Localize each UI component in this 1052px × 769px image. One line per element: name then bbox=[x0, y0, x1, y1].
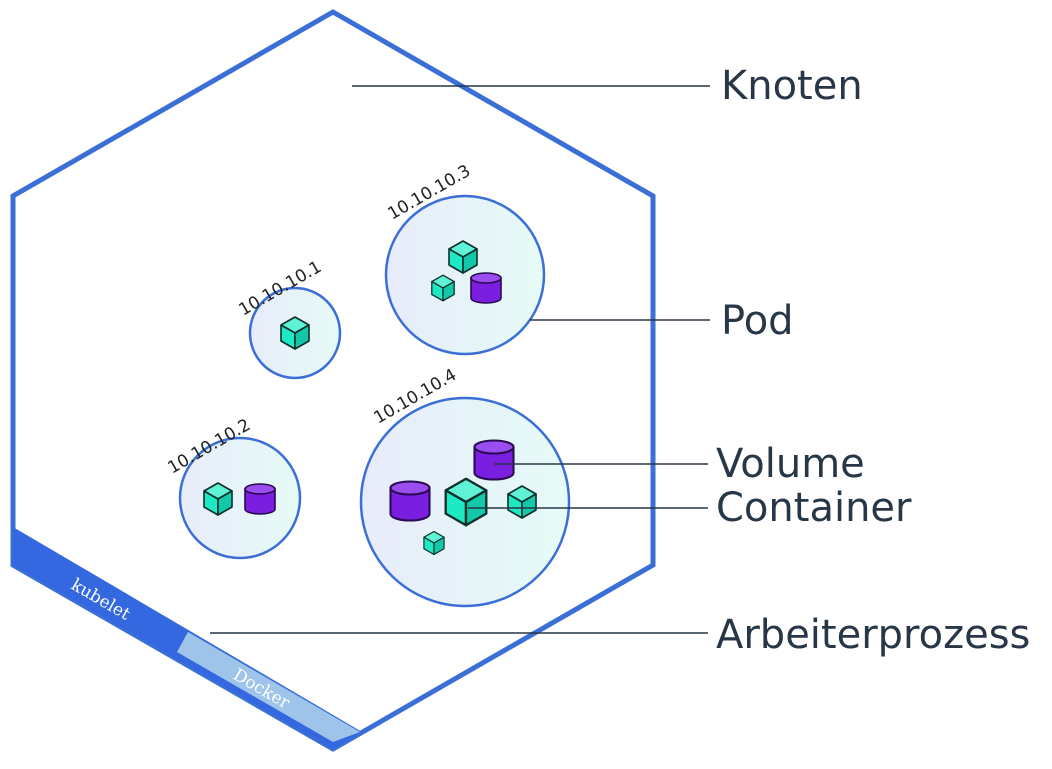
container-icon bbox=[423, 530, 445, 556]
container-icon bbox=[203, 482, 233, 516]
container-icon bbox=[507, 485, 537, 519]
volume-icon bbox=[470, 272, 502, 304]
knoten-label: Knoten bbox=[721, 63, 863, 109]
container-label: Container bbox=[716, 485, 912, 531]
container-icon bbox=[444, 477, 488, 527]
volume-icon bbox=[244, 483, 276, 515]
pod: 10.10.10.2 bbox=[165, 415, 302, 560]
pod-label: Pod bbox=[721, 298, 794, 344]
volume-icon bbox=[389, 480, 431, 522]
container-icon bbox=[431, 274, 455, 302]
pod: 10.10.10.1 bbox=[236, 257, 342, 380]
pod: 10.10.10.3 bbox=[385, 161, 546, 356]
pod: 10.10.10.4 bbox=[359, 365, 571, 608]
arbeiterprozess-label: Arbeiterprozess bbox=[716, 612, 1030, 658]
volume-label: Volume bbox=[716, 441, 865, 487]
container-icon bbox=[280, 316, 310, 350]
process-bar: kubelet Docker bbox=[13, 527, 362, 749]
container-icon bbox=[448, 240, 478, 274]
volume-icon bbox=[473, 439, 515, 481]
node-hexagon bbox=[10, 9, 656, 752]
docker-bar bbox=[177, 632, 360, 742]
